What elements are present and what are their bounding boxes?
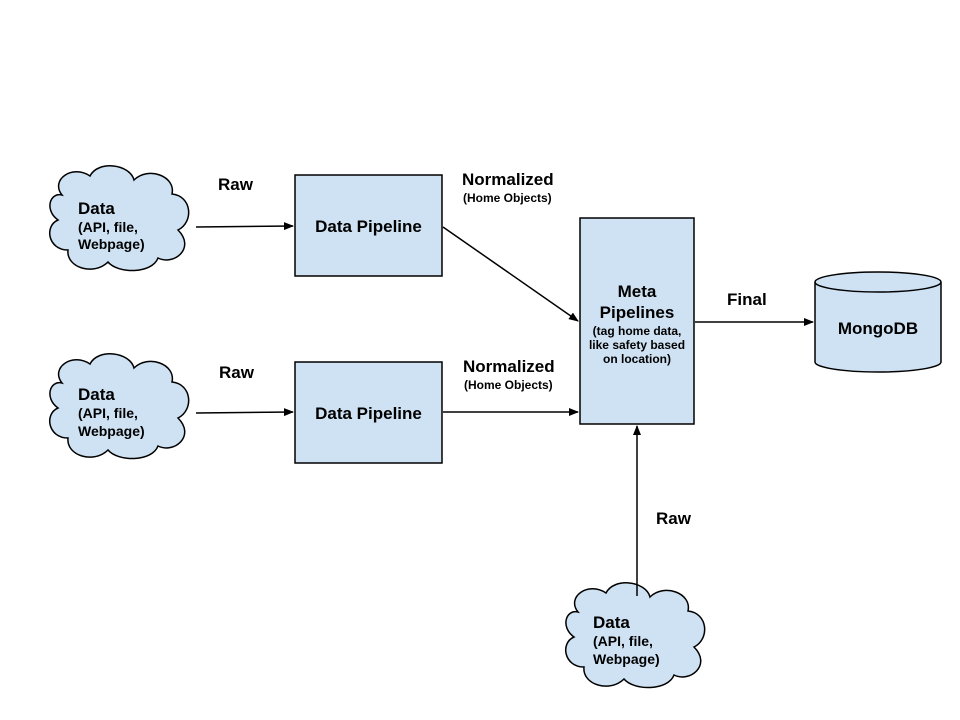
edge-label-raw-3: Raw <box>656 509 692 528</box>
meta-pipelines: Meta Pipelines (tag home data, like safe… <box>579 217 695 425</box>
pipeline-2-label: Data Pipeline <box>315 404 422 423</box>
cloud-2-icon <box>48 353 190 460</box>
data-source-cloud-1: Data (API, file, Webpage) <box>48 165 190 272</box>
data-pipeline-1: Data Pipeline <box>294 174 443 277</box>
meta-sub-line3: on location) <box>603 352 671 366</box>
edge-label-final: Final <box>727 290 767 309</box>
data-source-cloud-2: Data (API, file, Webpage) <box>48 353 190 460</box>
cloud-3-line2: Webpage) <box>593 651 660 667</box>
arrow-cloud2-to-pipeline2 <box>195 408 294 417</box>
data-pipeline-2: Data Pipeline <box>294 361 443 464</box>
pipeline-2-box <box>294 361 443 464</box>
pipeline-1-box <box>294 174 443 277</box>
cloud-2-title: Data <box>78 385 115 404</box>
cloud-3-icon <box>564 582 706 689</box>
edge-label-home-objects-2: (Home Objects) <box>464 378 553 392</box>
database-label: MongoDB <box>838 319 918 338</box>
edge-label-raw-1: Raw <box>218 175 254 194</box>
meta-sub-line2: like safety based <box>589 338 685 352</box>
meta-pipelines-box <box>579 217 695 425</box>
cloud-1-line2: Webpage) <box>78 236 145 252</box>
arrow-cloud1-to-pipeline1 <box>195 222 294 231</box>
data-source-cloud-3: Data (API, file, Webpage) <box>564 582 706 689</box>
meta-title-line2: Pipelines <box>600 303 675 322</box>
arrow-pipeline1-to-meta <box>442 226 579 322</box>
cloud-3-title: Data <box>593 613 630 632</box>
cloud-1-line1: (API, file, <box>78 219 138 235</box>
cloud-3-line1: (API, file, <box>593 633 653 649</box>
cloud-1-icon <box>48 165 190 272</box>
edge-label-normalized-1: Normalized <box>462 170 554 189</box>
database-cylinder-top <box>814 271 942 293</box>
edge-label-normalized-2: Normalized <box>463 357 555 376</box>
pipeline-1-label: Data Pipeline <box>315 217 422 236</box>
meta-title-line1: Meta <box>618 282 657 301</box>
mongodb-database: MongoDB <box>814 271 942 373</box>
database-cylinder-icon <box>814 282 942 373</box>
meta-sub-line1: (tag home data, <box>593 324 682 338</box>
cloud-2-line2: Webpage) <box>78 423 145 439</box>
edge-label-home-objects-1: (Home Objects) <box>463 191 552 205</box>
cloud-1-title: Data <box>78 199 115 218</box>
cloud-2-line1: (API, file, <box>78 405 138 421</box>
edge-label-raw-2: Raw <box>219 363 255 382</box>
